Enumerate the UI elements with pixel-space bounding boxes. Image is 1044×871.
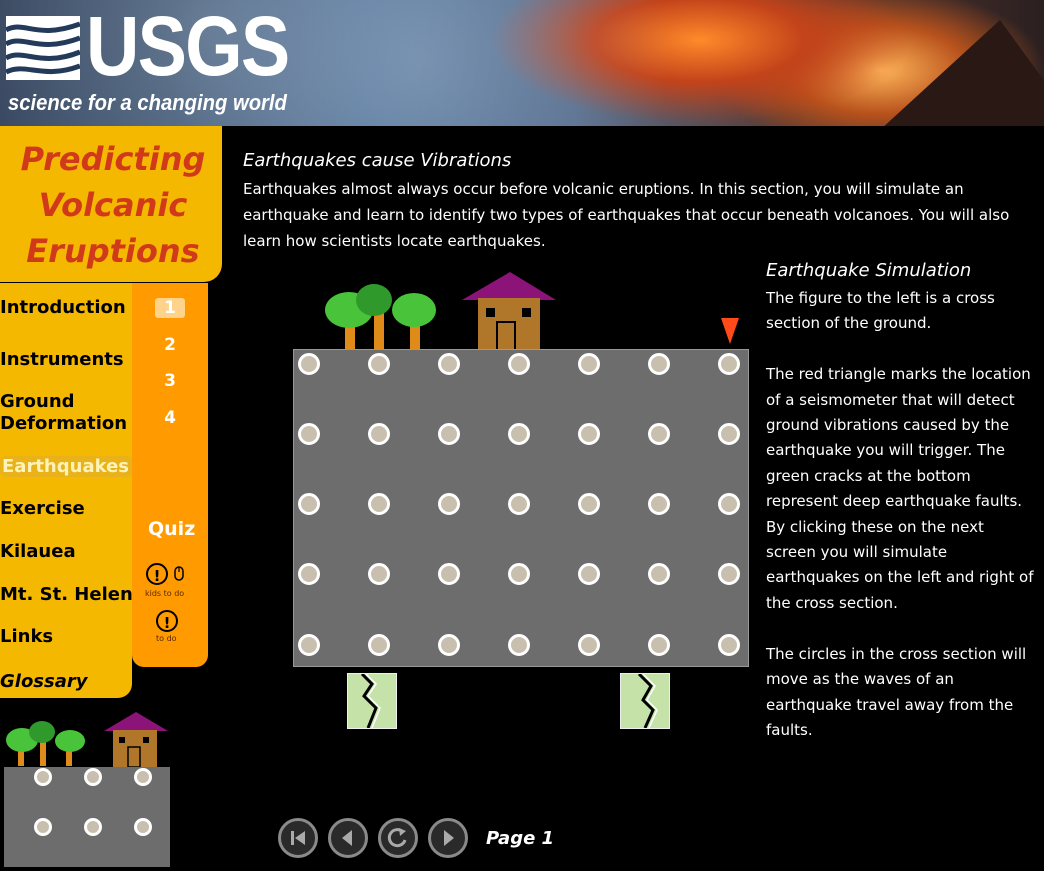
usgs-wordmark: USGS <box>86 0 290 93</box>
ground-particle <box>438 423 460 445</box>
ground-particle <box>298 563 320 585</box>
house <box>462 272 556 351</box>
page-link-3[interactable]: 3 <box>164 371 176 391</box>
ground-particle <box>648 493 670 515</box>
sidebar-heading: Earthquake Simulation <box>766 260 972 281</box>
ground-particle <box>718 493 740 515</box>
nav-item-instruments[interactable]: Instruments <box>0 349 124 370</box>
sidebar-body: The figure to the left is a cross sectio… <box>766 289 1034 739</box>
thumbnail-particle <box>84 818 102 836</box>
ground-particle <box>578 423 600 445</box>
ground-particle <box>578 493 600 515</box>
mouse-icon <box>174 566 184 581</box>
nav-item-mt-st-helens[interactable]: Mt. St. Helens <box>0 584 144 605</box>
next-icon <box>444 830 454 846</box>
crack-icon <box>360 672 381 729</box>
fault-right[interactable] <box>620 672 670 729</box>
content-heading: Earthquakes cause Vibrations <box>243 150 512 171</box>
ground-particle <box>298 423 320 445</box>
nav-item-glossary[interactable]: Glossary <box>0 671 88 692</box>
usgs-wave-icon <box>6 16 80 80</box>
thumbnail-particle <box>34 768 52 786</box>
thumbnail-particle <box>84 768 102 786</box>
ground-particle <box>508 634 530 656</box>
first-page-button[interactable] <box>278 818 318 858</box>
exclamation-icon[interactable]: ! <box>146 563 168 585</box>
thumbnail-particle <box>34 818 52 836</box>
ground-particle <box>718 634 740 656</box>
ground-particle <box>508 423 530 445</box>
fault-left[interactable] <box>347 672 397 729</box>
nav-item-links[interactable]: Links <box>0 626 54 647</box>
quiz-link[interactable]: Quiz <box>148 518 196 540</box>
previous-icon <box>342 830 352 846</box>
next-page-button[interactable] <box>428 818 468 858</box>
content-body: Earthquakes almost always occur before v… <box>243 180 1010 250</box>
kids-to-do-label: kids to do <box>145 589 185 598</box>
replay-button[interactable] <box>378 818 418 858</box>
mini-tree-group <box>6 721 85 766</box>
main-nav <box>0 283 132 698</box>
ground-particle <box>718 563 740 585</box>
ground-particle <box>578 563 600 585</box>
previous-page-button[interactable] <box>328 818 368 858</box>
ground-particle <box>438 634 460 656</box>
ground-particle <box>438 493 460 515</box>
ground-particle <box>578 353 600 375</box>
ground-particle <box>648 423 670 445</box>
replay-icon <box>387 828 407 848</box>
ground-particle <box>718 423 740 445</box>
ground-particle <box>438 353 460 375</box>
nav-item-introduction[interactable]: Introduction <box>0 297 126 318</box>
page-link-2[interactable]: 2 <box>164 335 176 355</box>
ground-particle <box>368 563 390 585</box>
page-link-1[interactable]: 1 <box>155 298 185 318</box>
nav-item-exercise[interactable]: Exercise <box>0 498 85 519</box>
skip-back-icon <box>291 831 305 845</box>
seismometer-marker <box>721 318 739 344</box>
ground-particle <box>508 563 530 585</box>
usgs-tagline: science for a changing world <box>8 90 287 115</box>
ground-particle <box>648 634 670 656</box>
ground-particle <box>508 353 530 375</box>
header-banner: USGS science for a changing world <box>0 0 1044 126</box>
ground-particle <box>718 353 740 375</box>
ground-particle <box>298 353 320 375</box>
ground-particle <box>368 634 390 656</box>
page-subnav <box>132 283 208 667</box>
ground-particle <box>298 493 320 515</box>
ground-particle <box>648 563 670 585</box>
nav-item-ground-deformation[interactable]: Ground Deformation <box>0 391 128 434</box>
page-indicator: Page 1 <box>486 828 555 849</box>
to-do-label: to do <box>156 634 177 643</box>
ground-particle <box>368 493 390 515</box>
exclamation-icon[interactable]: ! <box>156 610 178 632</box>
ground-particle <box>298 634 320 656</box>
tree-group <box>325 284 436 350</box>
crack-icon <box>637 672 658 729</box>
nav-item-earthquakes[interactable]: Earthquakes <box>0 456 133 477</box>
ground-particle <box>368 353 390 375</box>
mini-house <box>104 712 168 768</box>
ground-particle <box>508 493 530 515</box>
ground-particle <box>578 634 600 656</box>
thumbnail-particle <box>134 768 152 786</box>
module-title: Predicting Volcanic Eruptions <box>20 140 206 270</box>
nav-item-kilauea[interactable]: Kilauea <box>0 541 76 562</box>
module-title-panel: Predicting Volcanic Eruptions <box>0 126 222 282</box>
page-link-4[interactable]: 4 <box>164 408 176 428</box>
ground-particle <box>438 563 460 585</box>
thumbnail-particle <box>134 818 152 836</box>
ground-particle <box>368 423 390 445</box>
ground-particle <box>648 353 670 375</box>
